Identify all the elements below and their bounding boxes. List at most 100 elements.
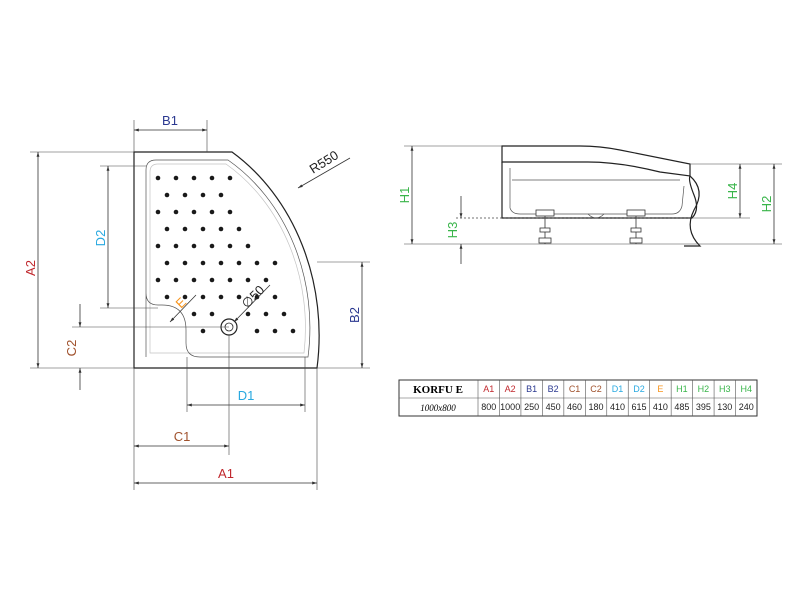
- table-header-c2: C2: [590, 384, 602, 394]
- anti-slip-dot: [209, 209, 215, 215]
- dim-drain-leader: [233, 284, 271, 323]
- table-value-c2: 180: [589, 402, 604, 412]
- label-h2: H2: [759, 196, 774, 213]
- anti-slip-dot: [182, 192, 188, 198]
- label-h3: H3: [445, 222, 460, 239]
- dim-r550-leader: [297, 157, 351, 189]
- label-c1: C1: [174, 429, 191, 444]
- table-value-h3: 130: [717, 402, 732, 412]
- table-header-b2: B2: [548, 384, 559, 394]
- anti-slip-dot: [200, 294, 206, 300]
- anti-slip-dot: [164, 192, 170, 198]
- anti-slip-dot: [227, 277, 233, 283]
- table-header-a2: A2: [505, 384, 516, 394]
- table-header-h2: H2: [698, 384, 710, 394]
- anti-slip-dot: [272, 260, 278, 266]
- anti-slip-dot: [245, 311, 251, 317]
- label-h4: H4: [725, 183, 740, 200]
- anti-slip-dot: [281, 311, 287, 317]
- top-view: B1 R550 A2 D2 C2 E ∅50 B2 D1: [23, 113, 370, 490]
- anti-slip-dot: [254, 260, 260, 266]
- table-value-a1: 800: [481, 402, 496, 412]
- anti-slip-dot: [254, 294, 260, 300]
- label-r550: R550: [307, 147, 341, 176]
- label-d2: D2: [93, 230, 108, 247]
- tray-outline: [133, 151, 320, 369]
- anti-slip-dot: [254, 328, 260, 334]
- table-value-d1: 410: [610, 402, 625, 412]
- anti-slip-dot: [173, 243, 179, 249]
- anti-slip-dot: [236, 294, 242, 300]
- anti-slip-dot: [164, 226, 170, 232]
- label-b1: B1: [162, 113, 178, 128]
- spec-table: KORFU E 1000x800 A1800A21000B1250B2450C1…: [398, 379, 758, 417]
- anti-slip-dot: [191, 175, 197, 181]
- table-value-h1: 485: [674, 402, 689, 412]
- anti-slip-dot: [236, 260, 242, 266]
- table-model: KORFU E: [413, 384, 463, 396]
- anti-slip-dot: [155, 209, 161, 215]
- tray-rim: [501, 145, 691, 177]
- table-value-h2: 395: [696, 402, 711, 412]
- anti-slip-dot: [173, 209, 179, 215]
- table-header-d2: D2: [633, 384, 645, 394]
- dim-e-leader: [169, 294, 197, 323]
- table-columns: A1800A21000B1250B2450C1460C2180D1410D261…: [481, 380, 754, 416]
- anti-slip-dot: [155, 175, 161, 181]
- anti-slip-dot: [191, 277, 197, 283]
- anti-slip-dot: [236, 226, 242, 232]
- anti-slip-dot: [164, 260, 170, 266]
- anti-slip-dot: [173, 175, 179, 181]
- table-header-h3: H3: [719, 384, 731, 394]
- table-value-a2: 1000: [500, 402, 520, 412]
- anti-slip-dot: [218, 192, 224, 198]
- anti-slip-dot: [209, 243, 215, 249]
- table-header-b1: B1: [526, 384, 537, 394]
- table-size: 1000x800: [420, 403, 456, 413]
- anti-slip-dot: [227, 175, 233, 181]
- anti-slip-dot: [191, 243, 197, 249]
- table-value-b2: 450: [546, 402, 561, 412]
- anti-slip-dot: [200, 328, 206, 334]
- table-header-c1: C1: [569, 384, 581, 394]
- table-value-d2: 615: [631, 402, 646, 412]
- anti-slip-dot: [155, 243, 161, 249]
- anti-slip-dot: [191, 209, 197, 215]
- anti-slip-dot: [182, 260, 188, 266]
- table-header-d1: D1: [612, 384, 624, 394]
- anti-slip-dot: [173, 277, 179, 283]
- anti-slip-dot: [155, 277, 161, 283]
- anti-slip-dots: [155, 175, 296, 334]
- label-h1: H1: [397, 187, 412, 204]
- table-value-e: 410: [653, 402, 668, 412]
- label-b2: B2: [347, 307, 362, 323]
- anti-slip-dot: [218, 294, 224, 300]
- anti-slip-dot: [263, 277, 269, 283]
- tray-basin-inner: [149, 163, 306, 354]
- anti-slip-dot: [245, 277, 251, 283]
- table-value-h4: 240: [739, 402, 754, 412]
- side-view: H1 H3 H4 H2: [397, 145, 782, 264]
- anti-slip-dot: [182, 226, 188, 232]
- label-c2: C2: [64, 340, 79, 357]
- anti-slip-dot: [200, 192, 206, 198]
- anti-slip-dot: [164, 294, 170, 300]
- anti-slip-dot: [200, 260, 206, 266]
- tray-feet: [535, 209, 646, 244]
- tray-side-body: [501, 162, 698, 219]
- anti-slip-dot: [200, 226, 206, 232]
- label-a2: A2: [23, 260, 38, 276]
- anti-slip-dot: [209, 277, 215, 283]
- table-header-h4: H4: [741, 384, 753, 394]
- table-value-c1: 460: [567, 402, 582, 412]
- table-header-a1: A1: [483, 384, 494, 394]
- label-d1: D1: [238, 388, 255, 403]
- table-header-e: E: [657, 384, 663, 394]
- tray-skirt: [684, 175, 702, 247]
- anti-slip-dot: [182, 294, 188, 300]
- anti-slip-dot: [272, 328, 278, 334]
- anti-slip-dot: [218, 226, 224, 232]
- anti-slip-dot: [263, 311, 269, 317]
- anti-slip-dot: [272, 294, 278, 300]
